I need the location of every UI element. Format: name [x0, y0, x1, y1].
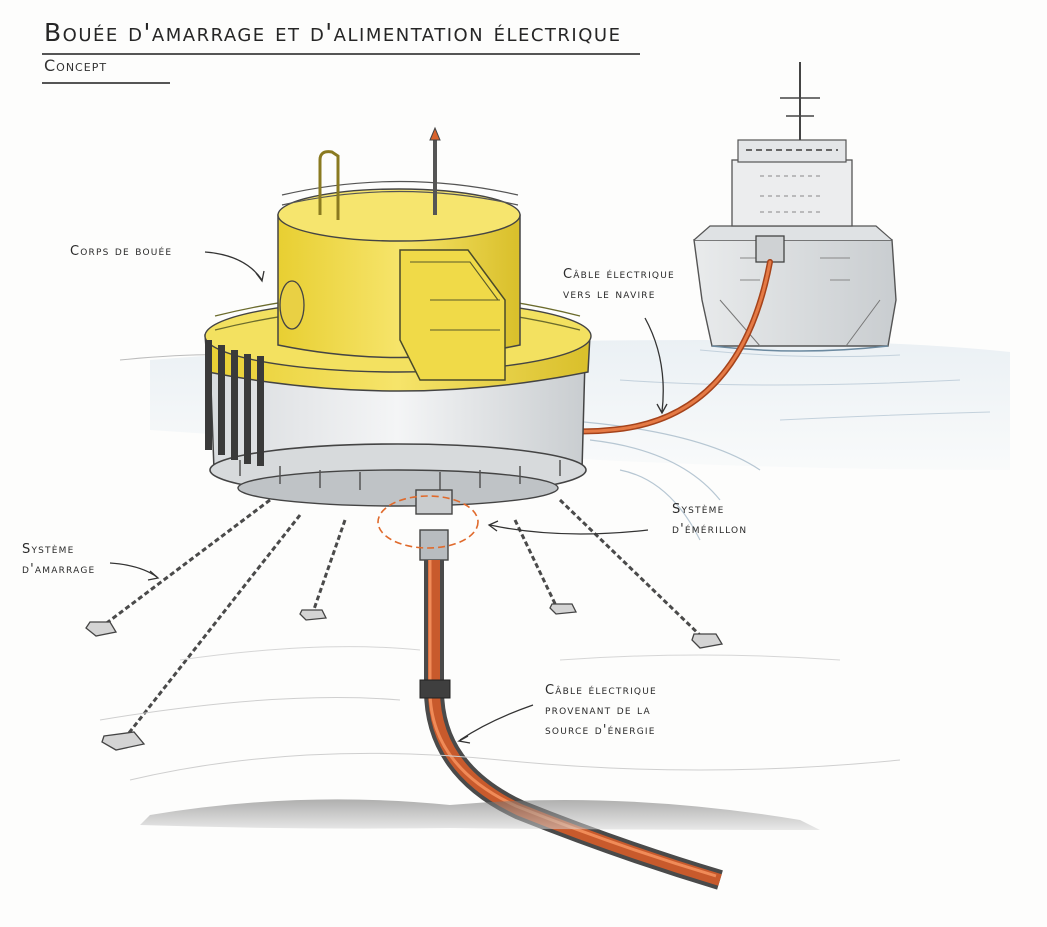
label-line: source d'énergie: [545, 723, 656, 738]
label-line: Système: [672, 502, 725, 517]
diagram-title: Bouée d'amarrage et d'alimentation élect…: [44, 18, 622, 47]
ship: [693, 62, 897, 352]
label-line: vers le navire: [563, 287, 656, 302]
mooring-chains: [99, 498, 707, 739]
label-mooring-system: Système d'amarrage: [22, 540, 95, 580]
label-line: d'émérillon: [672, 522, 748, 537]
label-line: Câble électrique: [545, 683, 657, 698]
swivel-assembly: [377, 489, 479, 561]
label-cable-from-source: Câble électrique provenant de la source …: [545, 681, 657, 741]
label-line: d'amarrage: [22, 562, 96, 577]
anchor-blocks: [85, 603, 724, 751]
seabed: [140, 799, 820, 830]
buoy: [204, 126, 592, 507]
label-cable-to-ship: Câble électrique vers le navire: [563, 265, 675, 305]
label-swivel-system: Système d'émérillon: [672, 500, 747, 540]
subtitle-underline: [42, 82, 170, 84]
leader-arrows: [109, 251, 668, 744]
title-underline: [42, 53, 640, 55]
label-buoy-body: Corps de bouée: [70, 244, 173, 259]
diagram-subtitle: Concept: [44, 56, 108, 75]
label-line: Système: [22, 542, 75, 557]
label-line: Câble électrique: [563, 267, 675, 282]
label-line: provenant de la: [545, 703, 651, 718]
